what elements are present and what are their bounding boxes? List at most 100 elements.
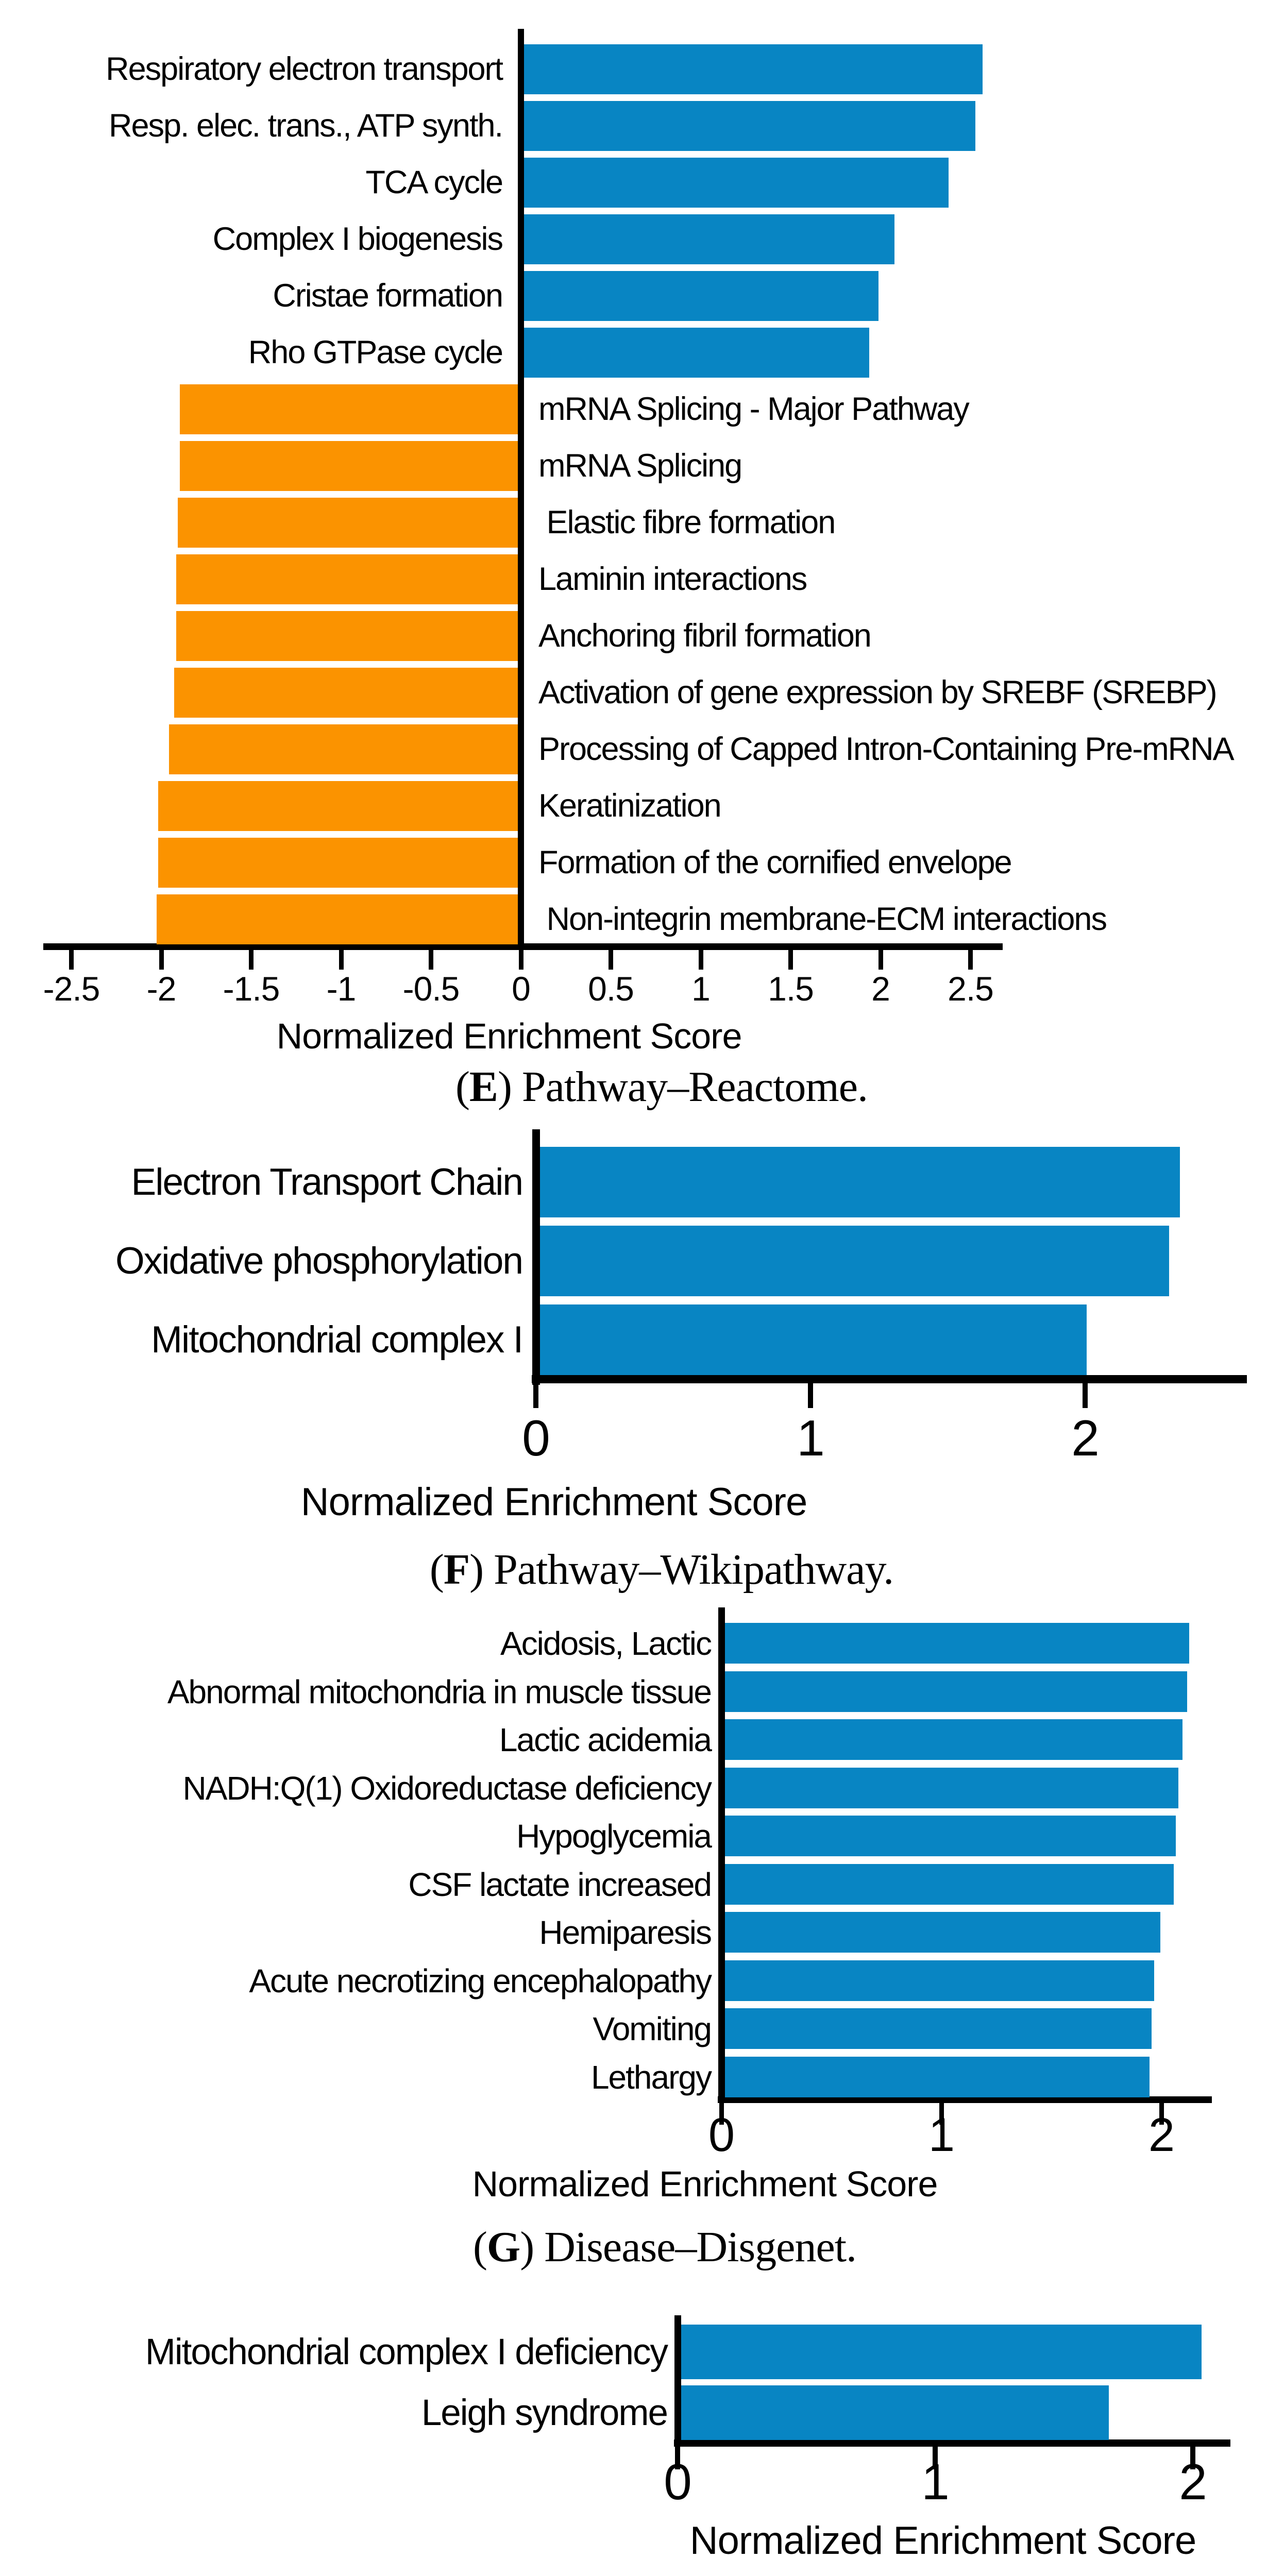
bar-negative (157, 894, 518, 944)
caption-letter: E (469, 1063, 498, 1111)
bar-positive (724, 1719, 1182, 1760)
y-axis-line (532, 1129, 540, 1385)
category-label: Resp. elec. trans., ATP synth. (108, 108, 503, 144)
category-label: Elastic fibre formation (538, 504, 836, 540)
category-label: Mitochondrial complex I deficiency (145, 2331, 668, 2372)
category-label: Keratinization (538, 788, 722, 824)
panel-caption: (G) Disease–Disgenet. (472, 2223, 857, 2271)
bar-positive (681, 2385, 1109, 2440)
caption-letter: G (486, 2223, 520, 2271)
caption-text: ) Disease–Disgenet. (520, 2223, 857, 2271)
bar-positive (724, 2057, 1150, 2097)
x-axis-title: Normalized Enrichment Score (689, 2519, 1196, 2563)
x-tick-mark (675, 2447, 680, 2469)
bar-positive (539, 1226, 1169, 1296)
bar-negative (176, 554, 518, 604)
category-label: Processing of Capped Intron-Containing P… (538, 731, 1235, 767)
category-label: Mitochondrial complex I (151, 1319, 523, 1361)
category-label: Lactic acidemia (499, 1721, 712, 1758)
x-tick-mark (533, 1383, 538, 1408)
x-tick-label: -0.5 (402, 970, 460, 1008)
x-axis-line (674, 2439, 1230, 2447)
category-label: Oxidative phosphorylation (115, 1240, 523, 1282)
x-tick-label: 0.5 (588, 970, 634, 1008)
bar-negative (158, 838, 518, 888)
x-axis-title: Normalized Enrichment Score (472, 2164, 938, 2204)
y-axis-line (674, 2315, 681, 2445)
x-axis-title: Normalized Enrichment Score (300, 1480, 807, 1524)
category-label: Electron Transport Chain (131, 1161, 523, 1203)
category-label: Abnormal mitochondria in muscle tissue (167, 1673, 712, 1710)
bar-negative (176, 611, 518, 661)
category-label: Formation of the cornified envelope (538, 844, 1012, 880)
category-label: Non-integrin membrane-ECM interactions (538, 901, 1107, 937)
caption-text: ) Pathway–Wikipathway. (469, 1546, 894, 1594)
bar-positive (724, 1816, 1176, 1856)
category-label: Respiratory electron transport (106, 51, 503, 87)
bar-positive (524, 328, 869, 378)
category-label: Lethargy (590, 2058, 712, 2096)
x-tick-label: -1 (326, 970, 357, 1008)
x-tick-label: 2 (1179, 2453, 1207, 2510)
x-tick-label: 2.5 (948, 970, 994, 1008)
caption-paren: ( (455, 1063, 470, 1111)
panel-caption: (E) Pathway–Reactome. (455, 1065, 868, 1109)
bar-positive (724, 1671, 1187, 1712)
bar-positive (524, 44, 983, 94)
x-tick-label: 0 (664, 2453, 692, 2510)
x-tick-label: 2 (871, 970, 890, 1008)
bar-positive (724, 1864, 1174, 1905)
x-tick-label: -2 (146, 970, 177, 1008)
bar-positive (539, 1147, 1180, 1217)
caption-text: ) Pathway–Reactome. (497, 1063, 868, 1111)
bar-negative (158, 781, 518, 831)
caption-paren: ( (472, 2223, 487, 2271)
category-label: Acidosis, Lactic (500, 1624, 712, 1662)
x-tick-mark (968, 950, 973, 970)
x-tick-label: 2 (1148, 2109, 1175, 2161)
x-tick-label: 1 (797, 1410, 825, 1466)
x-tick-mark (159, 950, 164, 970)
bar-positive (724, 2008, 1152, 2049)
x-tick-label: 1 (921, 2453, 950, 2510)
category-label: TCA cycle (365, 164, 503, 200)
category-label: Hemiparesis (539, 1913, 712, 1951)
bar-positive (724, 1623, 1189, 1664)
category-label: Complex I biogenesis (212, 221, 503, 257)
category-label: mRNA Splicing - Major Pathway (538, 391, 970, 427)
x-tick-mark (808, 1383, 813, 1408)
x-tick-mark (719, 2103, 724, 2125)
x-tick-mark (609, 950, 613, 970)
bar-negative (174, 668, 518, 718)
bar-negative (180, 384, 518, 434)
x-axis-line (43, 943, 1003, 950)
caption-paren: ( (429, 1546, 444, 1594)
x-tick-label: 1.5 (768, 970, 814, 1008)
category-label: Laminin interactions (538, 561, 807, 597)
bar-positive (524, 214, 894, 264)
category-label: Vomiting (593, 2010, 712, 2047)
x-tick-mark (1190, 2447, 1195, 2469)
category-label: Activation of gene expression by SREBF (… (538, 674, 1218, 710)
bar-negative (180, 441, 518, 491)
x-tick-mark (933, 2447, 938, 2469)
category-label: Leigh syndrome (421, 2392, 668, 2433)
x-axis-line (718, 2096, 1212, 2103)
x-tick-label: -2.5 (43, 970, 100, 1008)
x-tick-mark (1159, 2103, 1164, 2125)
x-tick-label: 2 (1071, 1410, 1100, 1466)
y-axis-line (518, 29, 524, 950)
category-label: Cristae formation (273, 278, 503, 314)
x-tick-label: 0 (522, 1410, 550, 1466)
category-label: Rho GTPase cycle (248, 334, 503, 370)
bar-positive (539, 1304, 1087, 1375)
x-tick-mark (788, 950, 793, 970)
category-label: CSF lactate increased (408, 1866, 712, 1903)
bar-positive (681, 2325, 1202, 2379)
x-tick-mark (429, 950, 433, 970)
